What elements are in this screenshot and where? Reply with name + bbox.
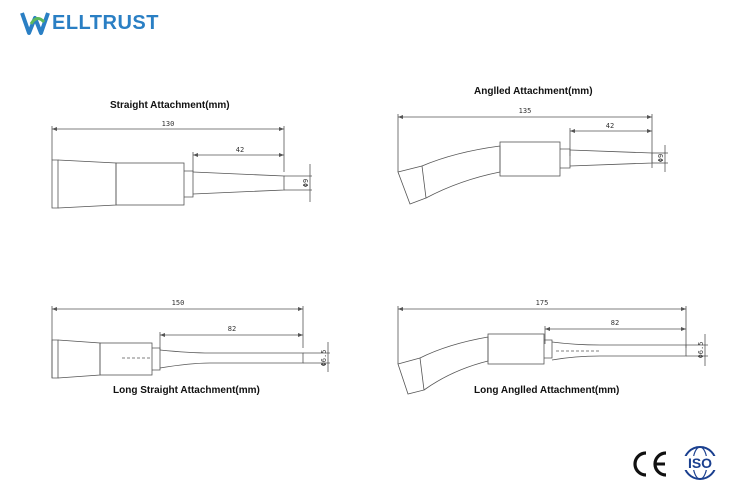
long-angled-attachment-drawing [397, 306, 708, 395]
iso-label: ISO [688, 455, 712, 471]
long-straight-attachment-drawing [51, 306, 330, 379]
dim-tip-long-angled: 82 [611, 319, 619, 327]
dim-diameter-angled: Φ9 [657, 154, 665, 162]
diagram-title-angled: Anglled Attachment(mm) [474, 86, 593, 97]
dim-diameter-long-angled: Φ6.5 [697, 342, 705, 359]
wave-logo-icon [20, 12, 50, 35]
diagram-title-long-angled: Long Anglled Attachment(mm) [474, 385, 620, 396]
dim-diameter-straight: Φ9 [302, 179, 310, 187]
dim-tip-straight: 42 [236, 146, 244, 154]
dim-overall-long-angled: 175 [536, 299, 549, 307]
dim-diameter-long-straight: Φ6.5 [320, 350, 328, 367]
diagram-title-straight: Straight Attachment(mm) [110, 100, 230, 111]
ce-mark-icon [630, 448, 670, 485]
dim-overall-long-straight: 150 [172, 299, 185, 307]
dim-tip-long-straight: 82 [228, 325, 236, 333]
straight-attachment-drawing [51, 126, 312, 209]
dim-tip-angled: 42 [606, 122, 614, 130]
dim-overall-angled: 135 [519, 107, 532, 115]
diagram-title-long-straight: Long Straight Attachment(mm) [113, 385, 260, 396]
iso-badge-icon: ISO [678, 444, 722, 487]
dim-overall-straight: 130 [162, 120, 175, 128]
brand-name: ELLTRUST [52, 11, 159, 34]
angled-attachment-drawing [397, 114, 668, 205]
brand-logo: ELLTRUST [20, 10, 159, 36]
